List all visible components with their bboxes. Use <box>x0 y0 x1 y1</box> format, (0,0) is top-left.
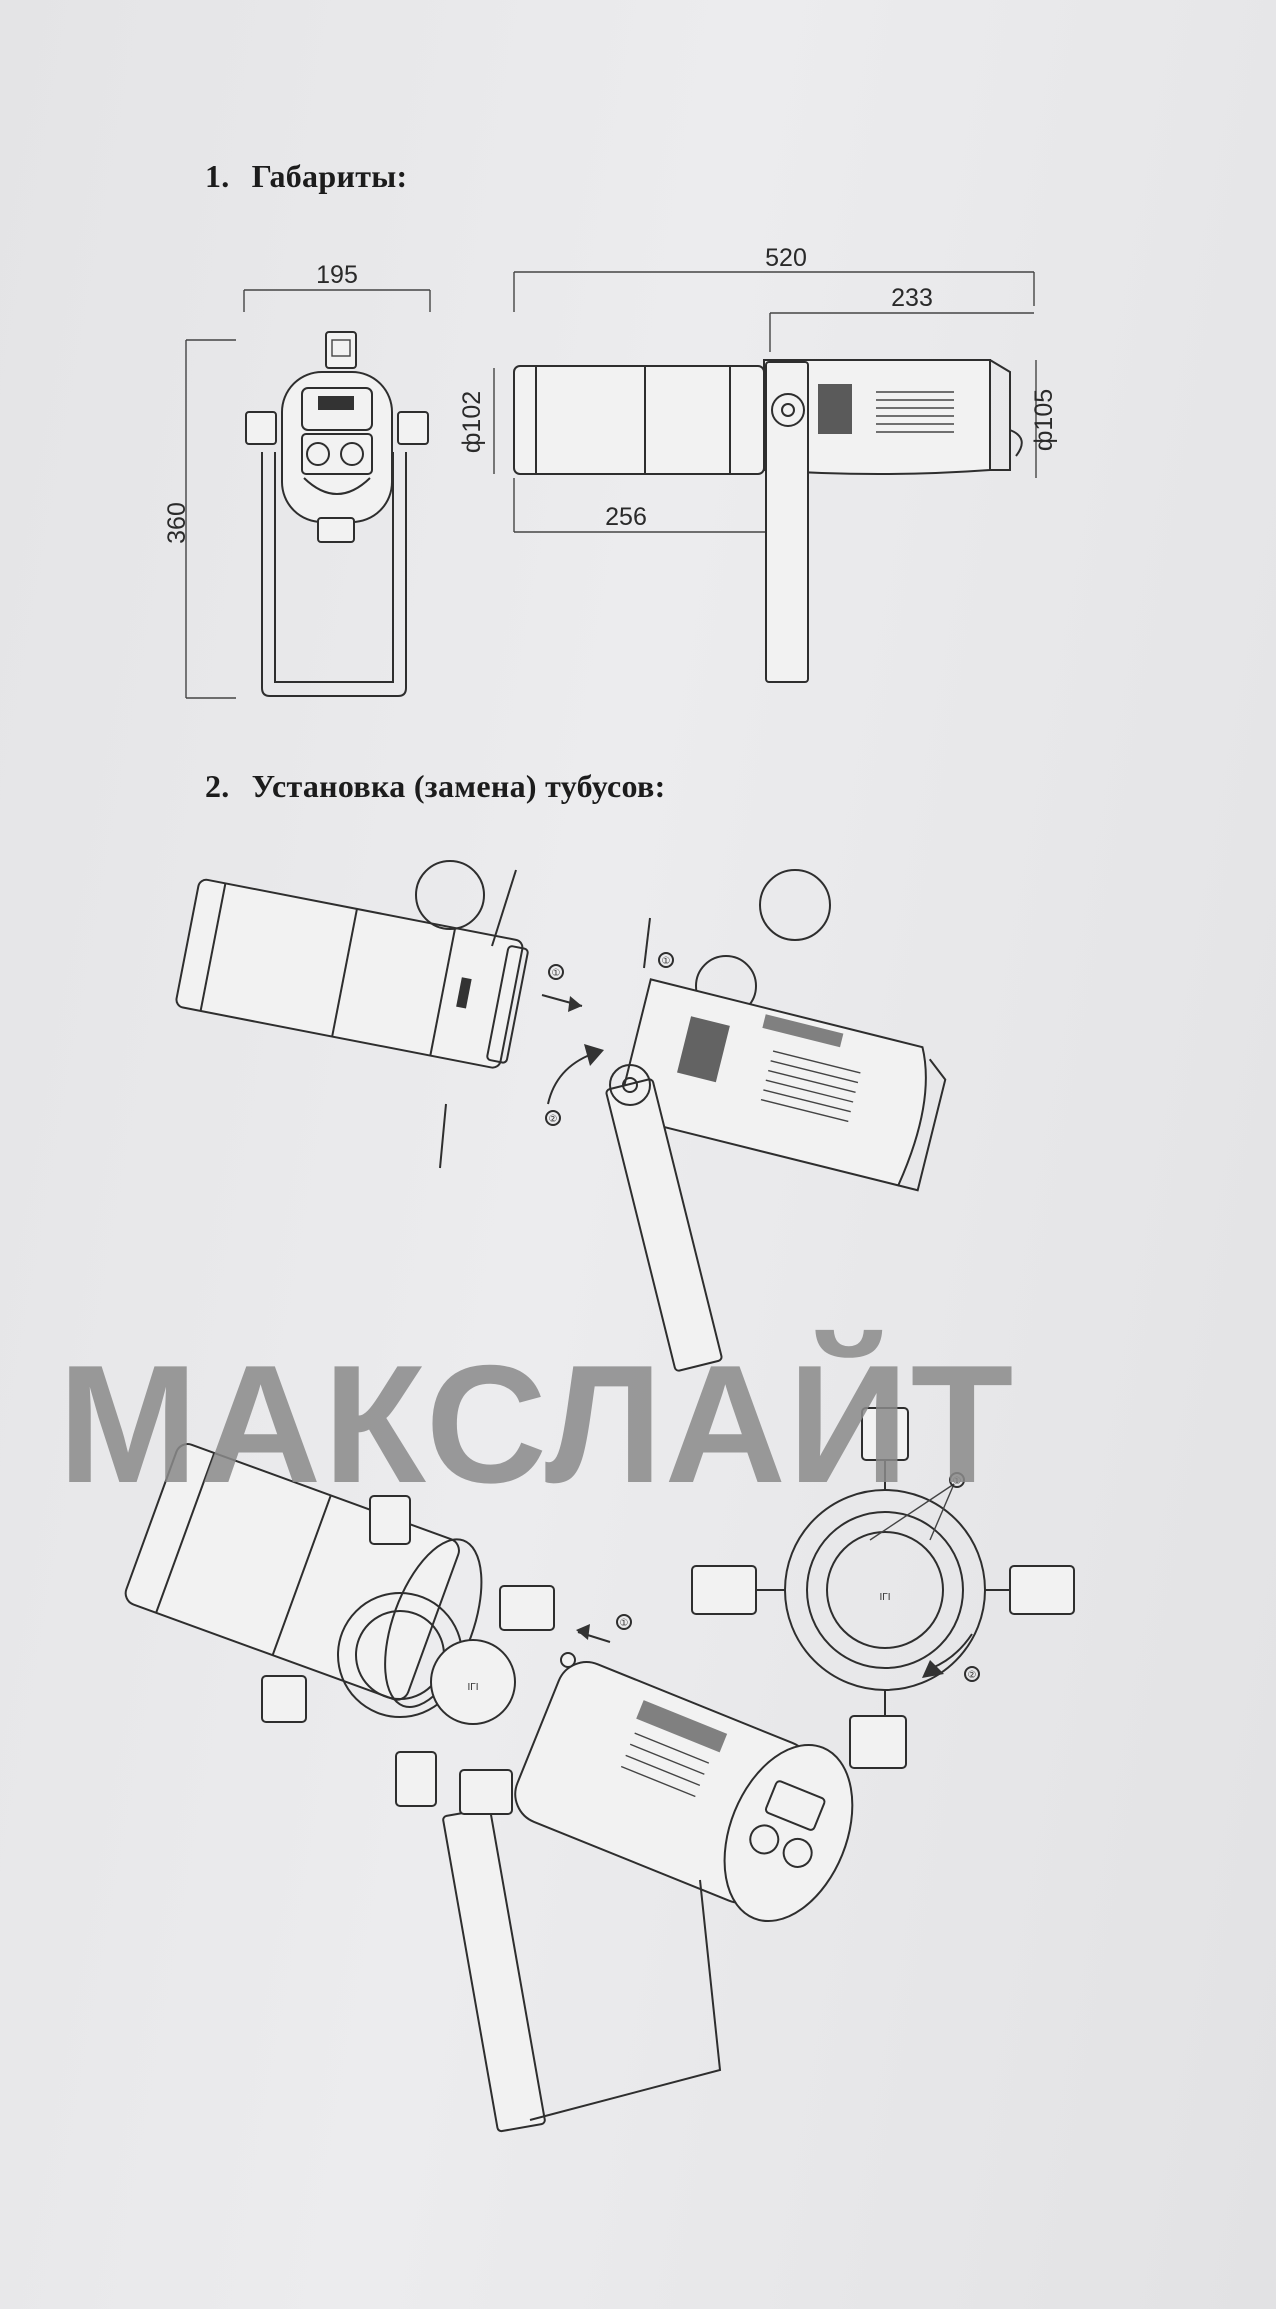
gobo-label: IГI <box>468 1682 479 1693</box>
step-marker: ② <box>968 1670 977 1681</box>
step-marker: ② <box>549 1114 558 1125</box>
dim-front-length: 256 <box>605 503 647 531</box>
step-marker: ① <box>953 1476 962 1487</box>
dim-lens-diameter: ф102 <box>458 391 486 453</box>
side-view-drawing: 520 233 256 ф102 ф105 <box>458 244 1058 683</box>
step-marker: ① <box>662 956 671 967</box>
install-step-tube-assembly: IГI ① <box>124 1407 1075 2133</box>
section-title: Установка (замена) тубусов: <box>251 768 666 804</box>
section-heading-tube-install: 2. Установка (замена) тубусов: <box>205 768 666 805</box>
section-number: 2. <box>205 768 230 804</box>
dim-total-length: 520 <box>765 244 807 272</box>
watermark: МАКСЛАЙТ <box>58 1329 1015 1518</box>
dim-rear-length: 233 <box>891 284 933 312</box>
dim-front-height: 360 <box>163 502 191 544</box>
gobo-label: IГI <box>880 1592 891 1603</box>
install-step-tube-removal: ① ② ① <box>175 860 947 1372</box>
step-marker: ① <box>620 1618 629 1629</box>
section-title: Габариты: <box>251 158 408 194</box>
step-marker: ① <box>552 968 561 979</box>
dim-front-width: 195 <box>316 261 358 289</box>
front-view-drawing: 195 360 <box>163 261 431 699</box>
section-heading-dimensions: 1. Габариты: <box>205 158 407 195</box>
dim-rear-diameter: ф105 <box>1030 389 1058 451</box>
section-number: 1. <box>205 158 230 194</box>
